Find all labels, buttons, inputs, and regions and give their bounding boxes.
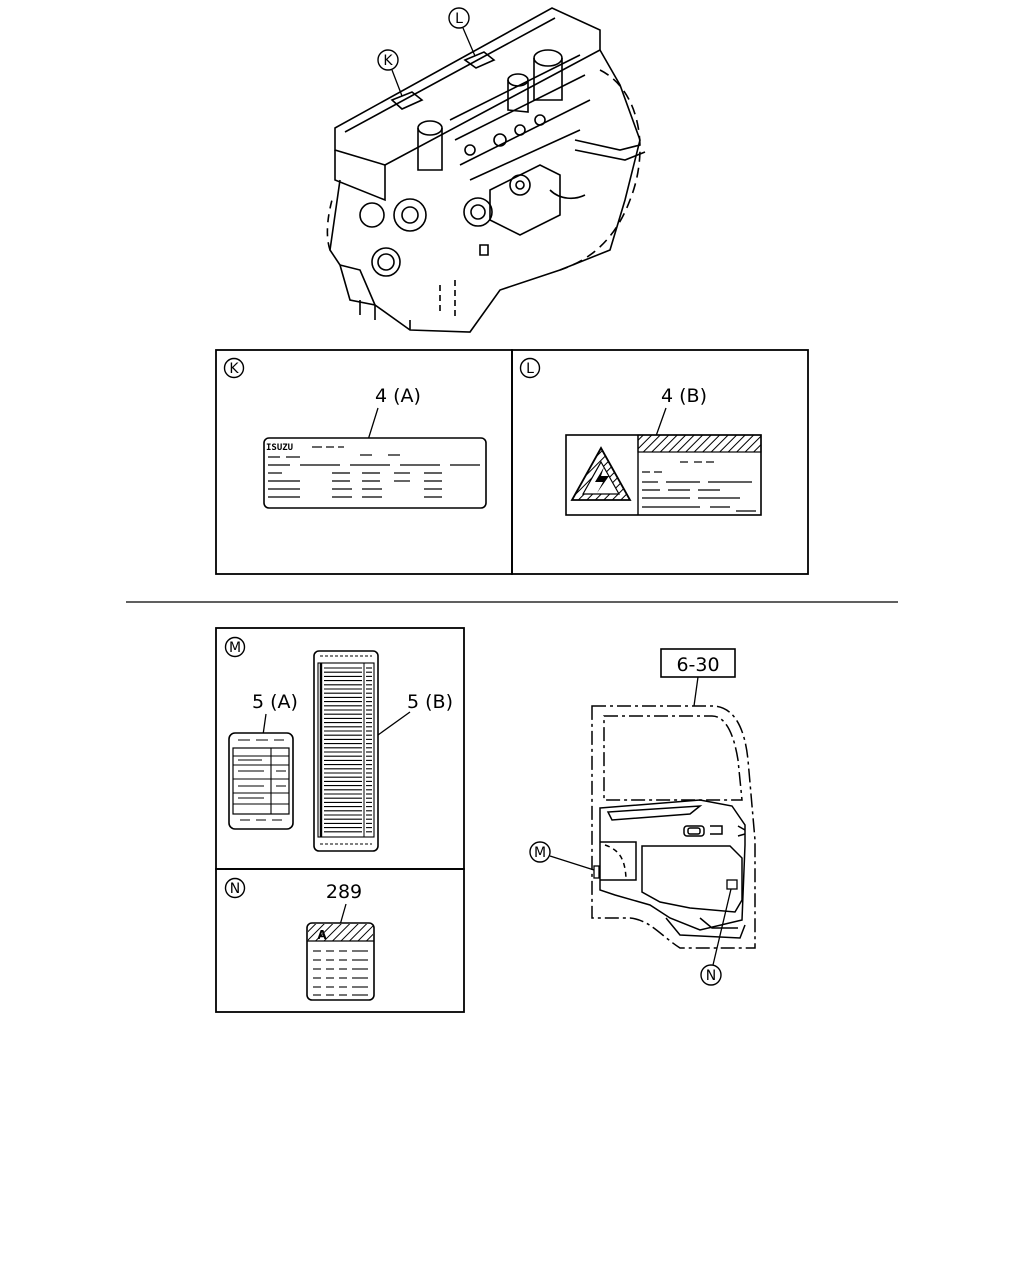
detail-box-n: N 289 A [215,868,465,1013]
callout-l-engine: L [448,7,476,57]
plate-5b [313,650,379,852]
plate-logo-text: ISUZU [266,443,293,453]
warning-mark-text: A [317,928,327,942]
detail-box-k: K 4 (A) ISUZU [215,349,513,575]
reference-box: 6-30 [660,648,736,707]
door-label-pad-n [726,879,738,890]
callout-l-text: L [455,11,463,27]
part-label-4a: 4 (A) [375,385,421,407]
part-label-289: 289 [326,881,362,903]
reference-text: 6-30 [676,654,719,676]
warning-plate [565,434,762,516]
label-pad-l [463,51,496,69]
part-label-5a: 5 (A) [252,691,298,713]
label-pad-k [390,91,424,110]
plate-289: A [306,922,375,1001]
detail-box-m: M 5 (A) 5 (B) [215,627,465,870]
isuzu-plate: ISUZU [263,437,487,509]
callout-n-door: N [700,888,732,986]
door-label-pad-m [593,865,600,879]
box-m-callout: M [229,640,241,656]
part-label-4b: 4 (B) [661,385,707,407]
part-label-5b: 5 (B) [407,691,453,713]
callout-k-engine: K [377,49,403,97]
door-illustration [591,705,756,949]
box-k-callout: K [229,361,239,377]
engine-illustration [326,7,646,333]
callout-k-text: K [383,53,393,69]
detail-box-l: L 4 (B) [511,349,809,575]
door-callout-n-text: N [706,968,716,984]
box-n-callout: N [230,881,240,897]
door-callout-m-text: M [534,845,546,861]
callout-m-door: M [529,841,595,871]
box-l-callout: L [526,361,534,377]
plate-5a [228,732,294,830]
